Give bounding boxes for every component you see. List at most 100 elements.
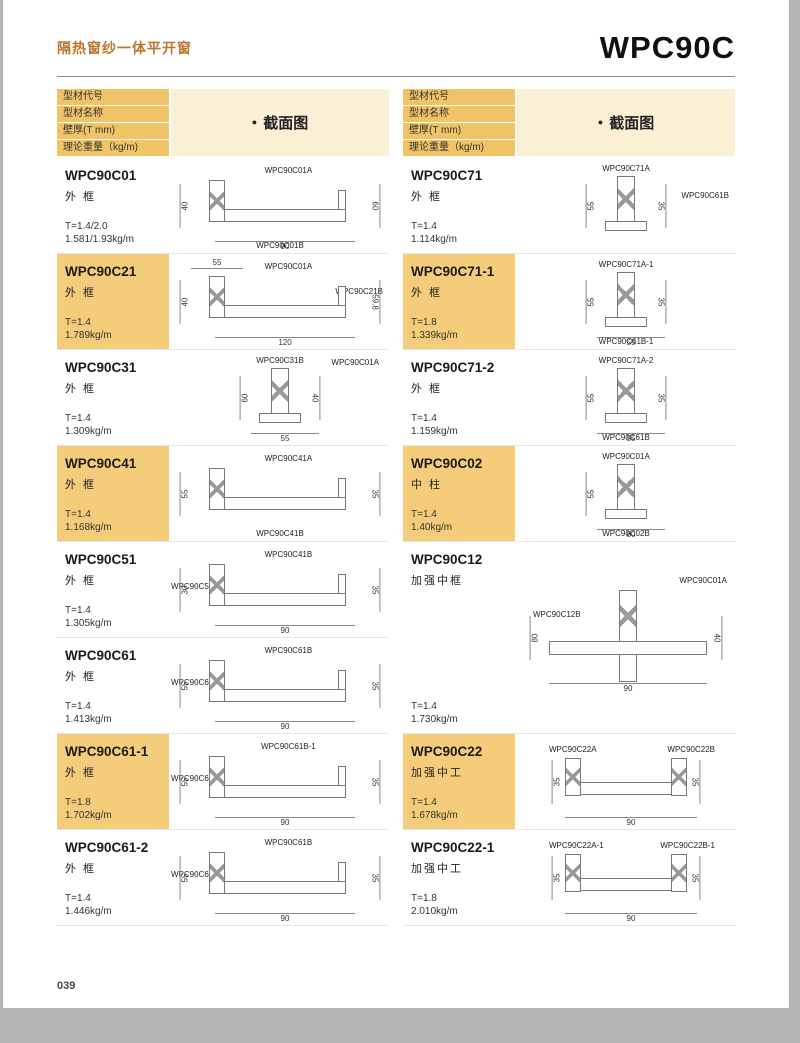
profile-name: 外 框	[411, 287, 443, 299]
diagram-dim-left: 80	[529, 615, 541, 660]
profile-info-cell: WPC90C71-2 外 框 T=1.4 1.159kg/m	[403, 350, 515, 445]
table-row: WPC90C01 外 框 T=1.4/2.0 1.581/1.93kg/m WP…	[57, 158, 389, 254]
profile-weight: 1.581/1.93kg/m	[65, 234, 134, 245]
header-cell-profile-code: 型材代号	[403, 89, 515, 105]
profile-tube-shape	[209, 755, 225, 798]
page-number: 039	[57, 980, 76, 992]
spacer	[411, 780, 511, 797]
diagram-dim-left: 55	[585, 279, 597, 324]
profile-arm-shape	[605, 316, 647, 327]
profile-name: 外 框	[65, 479, 97, 491]
header-cell-weight: 理论重量（kg/m)	[57, 140, 169, 156]
diagram-part-label-b: WPC90C22B	[667, 744, 715, 754]
cross-section-diagram: WPC90C01A WPC90C01B 40 60 90	[175, 165, 385, 251]
diagram-dim-top: 55	[191, 258, 243, 270]
diagram-dim-right: 35	[655, 183, 667, 228]
profile-flange-shape	[338, 477, 346, 498]
profile-tube-shape	[209, 179, 225, 222]
bullet-icon: ●	[251, 117, 258, 127]
diagram-dim-bottom: 90	[215, 912, 355, 924]
profile-thickness: T=1.4	[65, 509, 91, 520]
profile-thickness: T=1.4	[411, 701, 437, 712]
profile-diagram-cell: WPC90C71A WPC90C61B 55 35	[517, 158, 735, 253]
profile-info-cell: WPC90C71 外 框 T=1.4 1.114kg/m	[403, 158, 515, 253]
diagram-dim-bottom: 90	[215, 816, 355, 828]
profile-name: 加强中框	[411, 575, 463, 587]
diagram-dim-left: 55	[179, 471, 191, 516]
profile-name: 外 框	[65, 671, 97, 683]
diagram-part-label-b: WPC90C12B	[533, 609, 581, 619]
cross-section-diagram: WPC90C01A WPC90C21B 55 40 59.8 120	[175, 258, 385, 347]
header-label-column: 型材代号 型材名称 壁厚(T mm) 理论重量（kg/m)	[403, 89, 515, 156]
profile-flange-shape	[338, 765, 346, 786]
spacer	[65, 204, 165, 221]
cross-section-diagram: WPC90C71A-1 WPC90C61B-1 55 35 55	[521, 260, 731, 347]
diagram-part-label-a: WPC90C61B	[264, 837, 313, 847]
profile-code: WPC90C71	[411, 168, 483, 183]
table-row: WPC90C12 加强中框 T=1.4 1.730kg/m WPC90C01A …	[403, 542, 735, 734]
cross-section-label: 截面图	[609, 115, 655, 132]
profile-arm-shape	[224, 304, 346, 318]
diagram-part-label-a: WPC90C41A	[264, 453, 313, 463]
profile-code: WPC90C22	[411, 744, 483, 759]
diagram-dim-right: 35	[655, 279, 667, 324]
profile-tube-shape	[209, 659, 225, 702]
profile-info-cell: WPC90C41 外 框 T=1.4 1.168kg/m	[57, 446, 169, 541]
profile-info-cell: WPC90C22-1 加强中工 T=1.8 2.010kg/m	[403, 830, 515, 925]
left-table-rows: WPC90C01 外 框 T=1.4/2.0 1.581/1.93kg/m WP…	[57, 158, 389, 926]
header-label-column: 型材代号 型材名称 壁厚(T mm) 理论重量（kg/m)	[57, 89, 169, 156]
header-cell-thickness: 壁厚(T mm)	[57, 123, 169, 139]
profile-name: 外 框	[65, 863, 97, 875]
table-header-left: 型材代号 型材名称 壁厚(T mm) 理论重量（kg/m) ● 截面图	[57, 89, 389, 156]
diagram-part-label-a: WPC90C01A	[602, 451, 650, 461]
profile-tube-shape	[565, 853, 581, 892]
profile-tube-shape	[209, 275, 225, 318]
profile-name: 中 柱	[411, 479, 443, 491]
right-table-rows: WPC90C71 外 框 T=1.4 1.114kg/m WPC90C71A W…	[403, 158, 735, 926]
diagram-part-label-a: WPC90C31B	[256, 355, 304, 365]
profile-diagram-cell: WPC90C01A WPC90C12B 80 40 90	[517, 542, 735, 733]
profile-flange-shape	[338, 573, 346, 594]
profile-arm-shape	[224, 880, 346, 894]
diagram-dim-left: 35	[551, 759, 563, 804]
page-header: 隔热窗纱一体平开窗 WPC90C	[57, 26, 735, 70]
spacer	[411, 588, 511, 701]
profile-info-cell: WPC90C61 外 框 T=1.4 1.413kg/m	[57, 638, 169, 733]
diagram-part-label-b: WPC90C01B	[256, 240, 304, 250]
profile-weight: 1.159kg/m	[411, 426, 458, 437]
profile-code: WPC90C31	[65, 360, 137, 375]
diagram-part-label-b: WPC90C61A-1	[171, 773, 226, 783]
profile-weight: 1.40kg/m	[411, 522, 453, 533]
profile-thickness: T=1.4	[65, 893, 91, 904]
profile-info-cell: WPC90C22 加强中工 T=1.4 1.678kg/m	[403, 734, 515, 829]
profile-diagram-cell: WPC90C41A WPC90C41B 55 35	[171, 446, 389, 541]
cross-section-label: 截面图	[263, 115, 309, 132]
header-cell-cross-section: ● 截面图	[171, 89, 389, 156]
diagram-dim-bottom: 90	[565, 912, 697, 924]
profile-code: WPC90C61-2	[65, 840, 149, 855]
diagram-dim-right: 35	[689, 855, 701, 900]
table-row: WPC90C51 外 框 T=1.4 1.305kg/m WPC90C41B W…	[57, 542, 389, 638]
profile-weight: 1.305kg/m	[65, 618, 112, 629]
profile-info-cell: WPC90C61-1 外 框 T=1.8 1.702kg/m	[57, 734, 169, 829]
profile-info-cell: WPC90C31 外 框 T=1.4 1.309kg/m	[57, 350, 169, 445]
profile-second-tube-shape	[671, 853, 687, 892]
profile-flange-shape	[338, 669, 346, 690]
profile-weight: 1.168kg/m	[65, 522, 112, 533]
spacer	[411, 300, 511, 317]
profile-thickness: T=1.4	[411, 509, 437, 520]
profile-code: WPC90C71-2	[411, 360, 495, 375]
diagram-part-label-b: WPC90C02B	[602, 528, 650, 538]
profile-thickness: T=1.8	[411, 317, 437, 328]
diagram-part-label-b: WPC90C61B-1	[598, 336, 654, 346]
diagram-dim-left: 55	[179, 855, 191, 900]
cross-section-diagram: WPC90C61B-1 WPC90C61A-1 55 35 90	[171, 742, 385, 827]
diagram-dim-left: 30	[179, 567, 191, 612]
cross-section-diagram: WPC90C22A-1 WPC90C22B-1 35 35 90	[521, 838, 731, 923]
diagram-dim-right: 35	[369, 663, 381, 708]
table-row: WPC90C61 外 框 T=1.4 1.413kg/m WPC90C61B W…	[57, 638, 389, 734]
profile-diagram-cell: WPC90C22A-1 WPC90C22B-1 35 35 90	[517, 830, 735, 925]
diagram-dim-bottom: 90	[215, 720, 355, 732]
diagram-part-label-a: WPC90C01A	[264, 165, 313, 175]
profile-code: WPC90C41	[65, 456, 137, 471]
